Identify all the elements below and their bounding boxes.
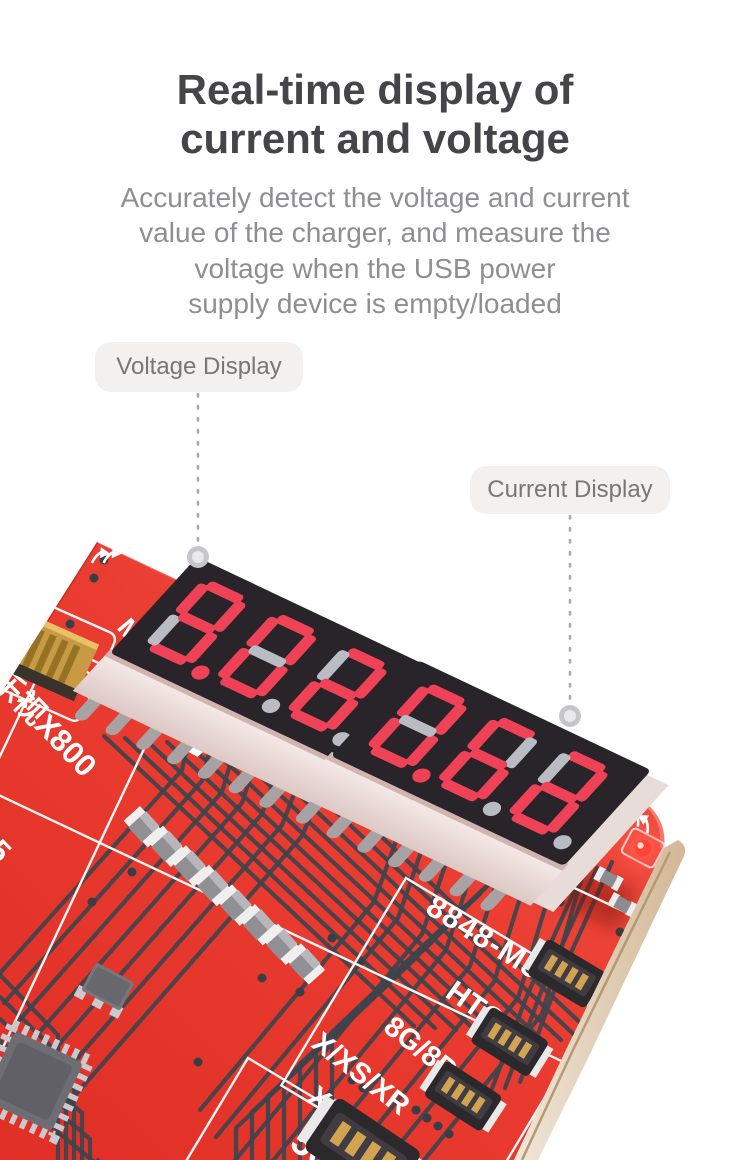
description-line: supply device is empty/loaded xyxy=(188,287,562,319)
battery-connector xyxy=(520,934,613,1013)
battery-connector xyxy=(463,1002,556,1082)
board-label-5g: 5G xyxy=(283,1121,347,1160)
current-callout: Current Display xyxy=(470,466,670,514)
board-label-plus: + xyxy=(343,1110,369,1138)
current-leader-dot xyxy=(559,705,581,727)
pcb-traces xyxy=(0,649,615,1160)
description: Accurately detect the voltage and curren… xyxy=(0,180,750,321)
board-top-edge-highlight xyxy=(97,542,665,849)
module-end-cap xyxy=(308,671,448,809)
module-pins xyxy=(74,695,287,808)
smd-component xyxy=(193,575,225,600)
board-label-partial: 5 xyxy=(0,833,18,870)
battery-connector xyxy=(417,1056,509,1137)
qfp-chip xyxy=(0,1017,97,1145)
board-label-8g-8p: 8G/8P xyxy=(378,1010,462,1086)
display-modules xyxy=(72,558,669,912)
board-left-edge-shadow xyxy=(0,542,99,696)
board-label-xs-max: XS Max xyxy=(302,1080,403,1160)
resistor-row xyxy=(122,805,326,986)
fpc-connector xyxy=(0,607,100,702)
page-title: Real-time display of current and voltage xyxy=(0,66,750,163)
amp-unit-label: A xyxy=(435,781,538,898)
module-shadow xyxy=(111,652,637,932)
smd-component xyxy=(593,866,624,892)
description-line: value of the charger, and measure the xyxy=(139,217,611,249)
charge-arrows-icon xyxy=(90,544,125,570)
seven-segment-digits xyxy=(147,581,387,747)
seven-segment-digits xyxy=(368,684,608,850)
voltage-callout: Voltage Display xyxy=(95,342,303,392)
module-end-cap xyxy=(529,774,669,912)
battery-connector xyxy=(294,1090,432,1160)
title-line-1: Real-time display of xyxy=(176,66,574,114)
module-pins xyxy=(295,798,508,911)
module-body xyxy=(293,751,569,906)
smd-component xyxy=(221,592,253,617)
current-callout-label: Current Display xyxy=(487,476,653,503)
description-line: Accurately detect the voltage and curren… xyxy=(120,182,630,213)
silkscreen-outlines xyxy=(0,587,649,1160)
display-face xyxy=(333,661,649,865)
pcb-board xyxy=(0,542,665,1160)
charge-arrows-icon xyxy=(622,804,654,835)
voltage-callout-label: Voltage Display xyxy=(116,353,282,380)
title-line-2: current and voltage xyxy=(180,114,570,162)
voltage-display-module xyxy=(72,558,448,809)
pcb-vias xyxy=(47,555,625,1139)
voltage-leader-dot xyxy=(187,546,209,568)
callout-leaders xyxy=(187,392,581,727)
board-label-x-xs-xr: X/XS/XR xyxy=(306,1026,416,1122)
smd-component xyxy=(607,892,638,918)
pcb-side-edge xyxy=(514,840,686,1160)
board-label-htc-m8: HTC-M8 xyxy=(440,975,552,1067)
power-led xyxy=(613,818,665,878)
current-display-module xyxy=(293,661,669,912)
board-label-letv-x800: 乐视X800 xyxy=(0,663,104,784)
description-line: voltage when the USB power xyxy=(194,252,556,284)
board-label-mi5x: MI5X xyxy=(111,613,182,690)
silkscreen-labels: MI5X 乐视X800 5 V A 8848-M5 HTC-M8 8G/8P X… xyxy=(0,613,552,1160)
board-label-8848-m5: 8848-M5 xyxy=(420,888,548,986)
sot-chip xyxy=(73,963,134,1019)
module-body xyxy=(72,648,348,803)
board-label-plus: + xyxy=(432,1079,460,1109)
display-face xyxy=(112,558,428,762)
volt-unit-label: V xyxy=(157,669,256,784)
